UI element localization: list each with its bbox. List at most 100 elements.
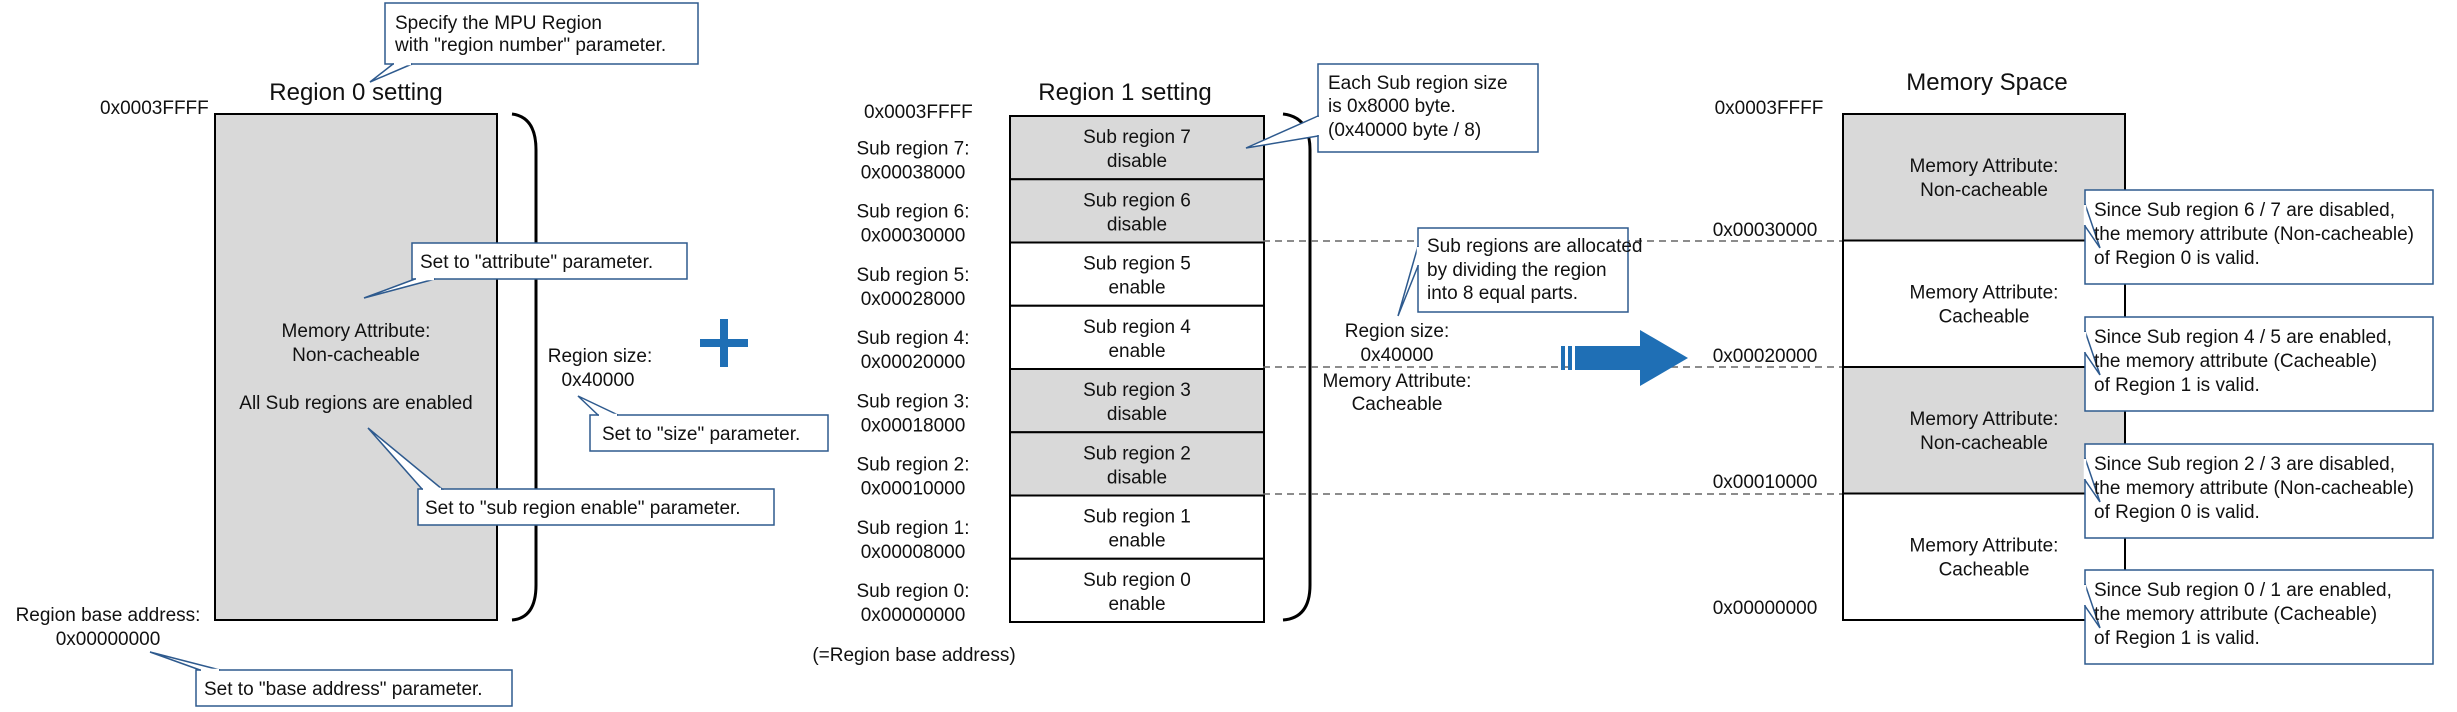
memory-note: Since Sub region 2 / 3 are disabled,the … — [2083, 443, 2434, 539]
memory-note-line: Since Sub region 4 / 5 are enabled, — [2094, 327, 2392, 348]
memory-block-attribute: Cacheable — [1939, 560, 2030, 581]
subregion-boundary-label: Sub region 5: — [856, 265, 969, 286]
svg-text:is 0x8000 byte.: is 0x8000 byte. — [1328, 96, 1456, 117]
memory-note: Since Sub region 6 / 7 are disabled,the … — [2083, 189, 2434, 285]
region0-base-value: 0x00000000 — [56, 629, 161, 650]
subregion-cell: Sub region 2 disable Sub region 2: 0x000100… — [856, 431, 1265, 500]
region0-size-label: Region size: — [548, 346, 653, 367]
memory-note-line: of Region 0 is valid. — [2094, 248, 2260, 269]
memory-note-line: Since Sub region 0 / 1 are enabled, — [2094, 580, 2392, 601]
memory-note: Since Sub region 4 / 5 are enabled,the m… — [2083, 316, 2434, 412]
subregion-boundary-address: 0x00028000 — [861, 289, 966, 310]
memory-address-0: 0x0003FFFF — [1715, 98, 1824, 119]
region0-base-label: Region base address: — [16, 605, 201, 626]
subregion-box — [1009, 431, 1265, 497]
svg-text:Set to "attribute" parameter.: Set to "attribute" parameter. — [420, 252, 653, 273]
subregion-box — [1009, 304, 1265, 370]
memory-address-4: 0x00000000 — [1713, 598, 1818, 619]
subregion-name: Sub region 6 — [1083, 190, 1191, 211]
memory-note-line: of Region 0 is valid. — [2094, 502, 2260, 523]
subregion-box — [1009, 494, 1265, 560]
subregion-name: Sub region 0 — [1083, 570, 1191, 591]
callout-base-address: Set to "base address" parameter. — [149, 651, 513, 707]
callout-subregion-size: Each Sub region size is 0x8000 byte. (0x… — [1245, 63, 1539, 153]
region0-group: Region 0 setting 0x0003FFFF Memory Attri… — [16, 79, 653, 650]
region0-attribute-line1: Memory Attribute: — [282, 321, 431, 342]
memory-address-1: 0x00030000 — [1713, 220, 1818, 241]
region0-all-enabled: All Sub regions are enabled — [239, 393, 472, 414]
region1-size-brace — [1282, 112, 1312, 622]
region1-attribute-value: Cacheable — [1352, 394, 1443, 415]
subregion-state: disable — [1107, 151, 1167, 172]
callout-size: Set to "size" parameter. — [577, 395, 829, 452]
memory-block: Memory Attribute:Cacheable — [1842, 239, 2126, 368]
callout-region-number: Specify the MPU Region with "region numb… — [369, 2, 699, 83]
region1-size-value: 0x40000 — [1361, 345, 1434, 366]
memory-note-line: of Region 1 is valid. — [2094, 628, 2260, 649]
subregion-boundary-address: 0x00008000 — [861, 542, 966, 563]
region1-title: Region 1 setting — [1038, 79, 1211, 106]
subregion-boundary-address: 0x00010000 — [861, 479, 966, 500]
subregion-boundary-label: Sub region 7: — [856, 138, 969, 159]
memory-note-line: of Region 1 is valid. — [2094, 375, 2260, 396]
svg-text:Set to "size" parameter.: Set to "size" parameter. — [602, 424, 800, 445]
svg-text:(0x40000 byte / 8): (0x40000 byte / 8) — [1328, 120, 1481, 141]
memory-note: Since Sub region 0 / 1 are enabled, the m… — [2083, 569, 2434, 665]
right-arrow-icon — [1561, 330, 1688, 386]
region0-attribute-line2: Non-cacheable — [292, 345, 420, 366]
subregion-state: disable — [1107, 404, 1167, 425]
subregion-state: enable — [1108, 278, 1165, 299]
memory-block-attribute: Cacheable — [1939, 307, 2030, 328]
region0-size-value: 0x40000 — [562, 370, 635, 391]
subregion-boundary-address: 0x00020000 — [861, 352, 966, 373]
memory-block-label: Memory Attribute: — [1910, 156, 2059, 177]
subregion-boundary-label: Sub region 3: — [856, 391, 969, 412]
subregion-boundary-address: 0x00038000 — [861, 162, 966, 183]
subregion-state: disable — [1107, 467, 1167, 488]
memory-note-line: Since Sub region 6 / 7 are disabled, — [2094, 200, 2395, 221]
region0-size-brace — [511, 112, 538, 622]
svg-text:Specify the MPU Region: Specify the MPU Region — [395, 13, 602, 34]
region1-attribute-label: Memory Attribute: — [1323, 371, 1472, 392]
subregion-name: Sub region 5 — [1083, 254, 1191, 275]
memory-block: Memory Attribute:Non-cacheable — [1842, 113, 2126, 242]
region0-box — [214, 113, 498, 621]
subregion-name: Sub region 4 — [1083, 317, 1191, 338]
callout-attribute: Set to "attribute" parameter. — [363, 242, 688, 299]
region1-size-label: Region size: — [1345, 321, 1450, 342]
callout-allocation: Sub regions are allocated by dividing th… — [1397, 227, 1642, 317]
region1-top-address: 0x0003FFFF — [864, 102, 973, 123]
memory-block-attribute: Non-cacheable — [1920, 433, 2048, 454]
subregion-boundary-label: Sub region 4: — [856, 328, 969, 349]
subregion-name: Sub region 2 — [1083, 443, 1191, 464]
memory-block-box — [1842, 239, 2126, 368]
memory-block: Memory Attribute: Non-cacheable — [1842, 366, 2126, 495]
svg-text:Sub regions are allocated: Sub regions are allocated — [1427, 236, 1642, 257]
subregion-state: enable — [1108, 531, 1165, 552]
callout-subregion-enable: Set to "sub region enable" parameter. — [367, 427, 775, 526]
memory-block: Memory Attribute:Cacheable — [1842, 492, 2126, 621]
svg-text:with "region number" parameter: with "region number" parameter. — [394, 35, 666, 56]
subregion-boundary-label: Sub region 6: — [856, 202, 969, 223]
svg-text:by dividing the region: by dividing the region — [1427, 260, 1607, 281]
subregion-box — [1009, 178, 1265, 244]
region1-group: Region 1 setting 0x0003FFFF Region size:… — [812, 79, 1471, 666]
memory-block-label: Memory Attribute: — [1910, 409, 2059, 430]
region0-title: Region 0 setting — [269, 79, 442, 106]
memory-note-line: the memory attribute (Cacheable) — [2094, 604, 2377, 625]
subregion-state: enable — [1108, 594, 1165, 615]
subregion-boundary-address: 0x00018000 — [861, 415, 966, 436]
memory-address-2: 0x00020000 — [1713, 346, 1818, 367]
subregion-boundary-label: Sub region 2: — [856, 455, 969, 476]
memory-notes: Since Sub region 6 / 7 are disabled, the … — [2083, 189, 2434, 665]
memory-note-line: Since Sub region 2 / 3 are disabled, — [2094, 454, 2395, 475]
memory-block-box — [1842, 492, 2126, 621]
svg-text:Set to "base address" paramete: Set to "base address" parameter. — [204, 679, 483, 700]
subregion-box — [1009, 557, 1265, 623]
